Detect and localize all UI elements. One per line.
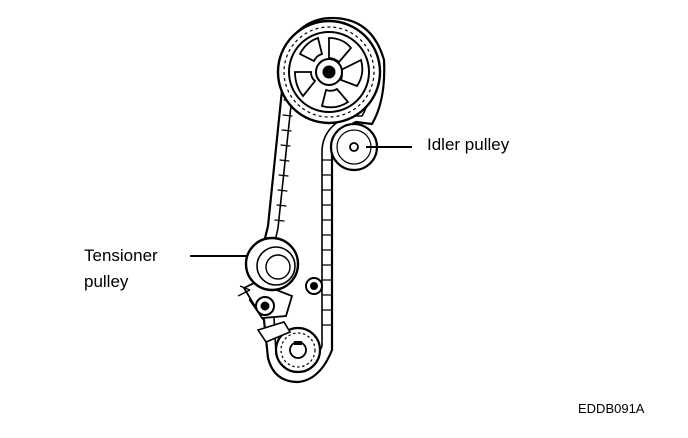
camshaft-sprocket-icon — [276, 19, 382, 125]
figure-code: EDDB091A — [578, 401, 645, 416]
idler-pulley-label: Idler pulley — [427, 135, 510, 154]
tensioner-pulley-label-line1: Tensioner — [84, 246, 158, 265]
tensioner-pulley-icon — [237, 236, 323, 319]
crankshaft-sprocket-icon — [256, 321, 322, 374]
tensioner-pulley-label-line2: pulley — [84, 272, 129, 291]
